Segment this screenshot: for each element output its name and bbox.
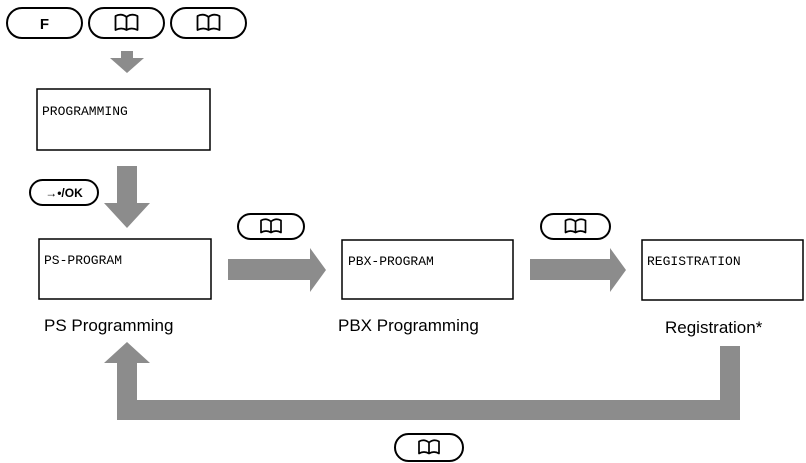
registration-caption: Registration* — [665, 318, 763, 337]
right-arrow-pbx-to-registration — [530, 248, 626, 292]
book-icon — [114, 13, 139, 31]
pbx-program-screen: PBX-PROGRAM — [341, 239, 514, 300]
down-arrow-large — [104, 166, 150, 228]
directory-key-button-4[interactable] — [540, 213, 611, 240]
registration-screen: REGISTRATION — [641, 239, 804, 301]
registration-screen-text: REGISTRATION — [647, 254, 741, 269]
ps-program-screen: PS-PROGRAM — [38, 238, 212, 300]
ps-programming-caption: PS Programming — [44, 316, 173, 335]
book-icon — [196, 13, 221, 31]
directory-key-button-1[interactable] — [88, 7, 165, 39]
ok-key-button[interactable]: →•/OK — [29, 179, 99, 206]
down-arrow-small — [110, 51, 144, 73]
return-loop-arrow — [104, 342, 740, 420]
programming-screen: PROGRAMMING — [36, 88, 211, 151]
ok-key-label: →•/OK — [45, 186, 83, 200]
book-icon — [418, 439, 440, 455]
ps-program-screen-text: PS-PROGRAM — [44, 253, 122, 268]
programming-screen-text: PROGRAMMING — [42, 104, 128, 119]
book-icon — [564, 218, 587, 234]
directory-key-button-3[interactable] — [237, 213, 305, 240]
right-arrow-ps-to-pbx — [228, 248, 326, 292]
pbx-programming-caption: PBX Programming — [338, 316, 479, 335]
f-key-button[interactable]: F — [6, 7, 83, 39]
directory-key-button-2[interactable] — [170, 7, 247, 39]
f-key-label: F — [40, 16, 49, 33]
directory-key-button-5[interactable] — [394, 433, 464, 462]
pbx-program-screen-text: PBX-PROGRAM — [348, 254, 434, 269]
book-icon — [260, 218, 282, 234]
